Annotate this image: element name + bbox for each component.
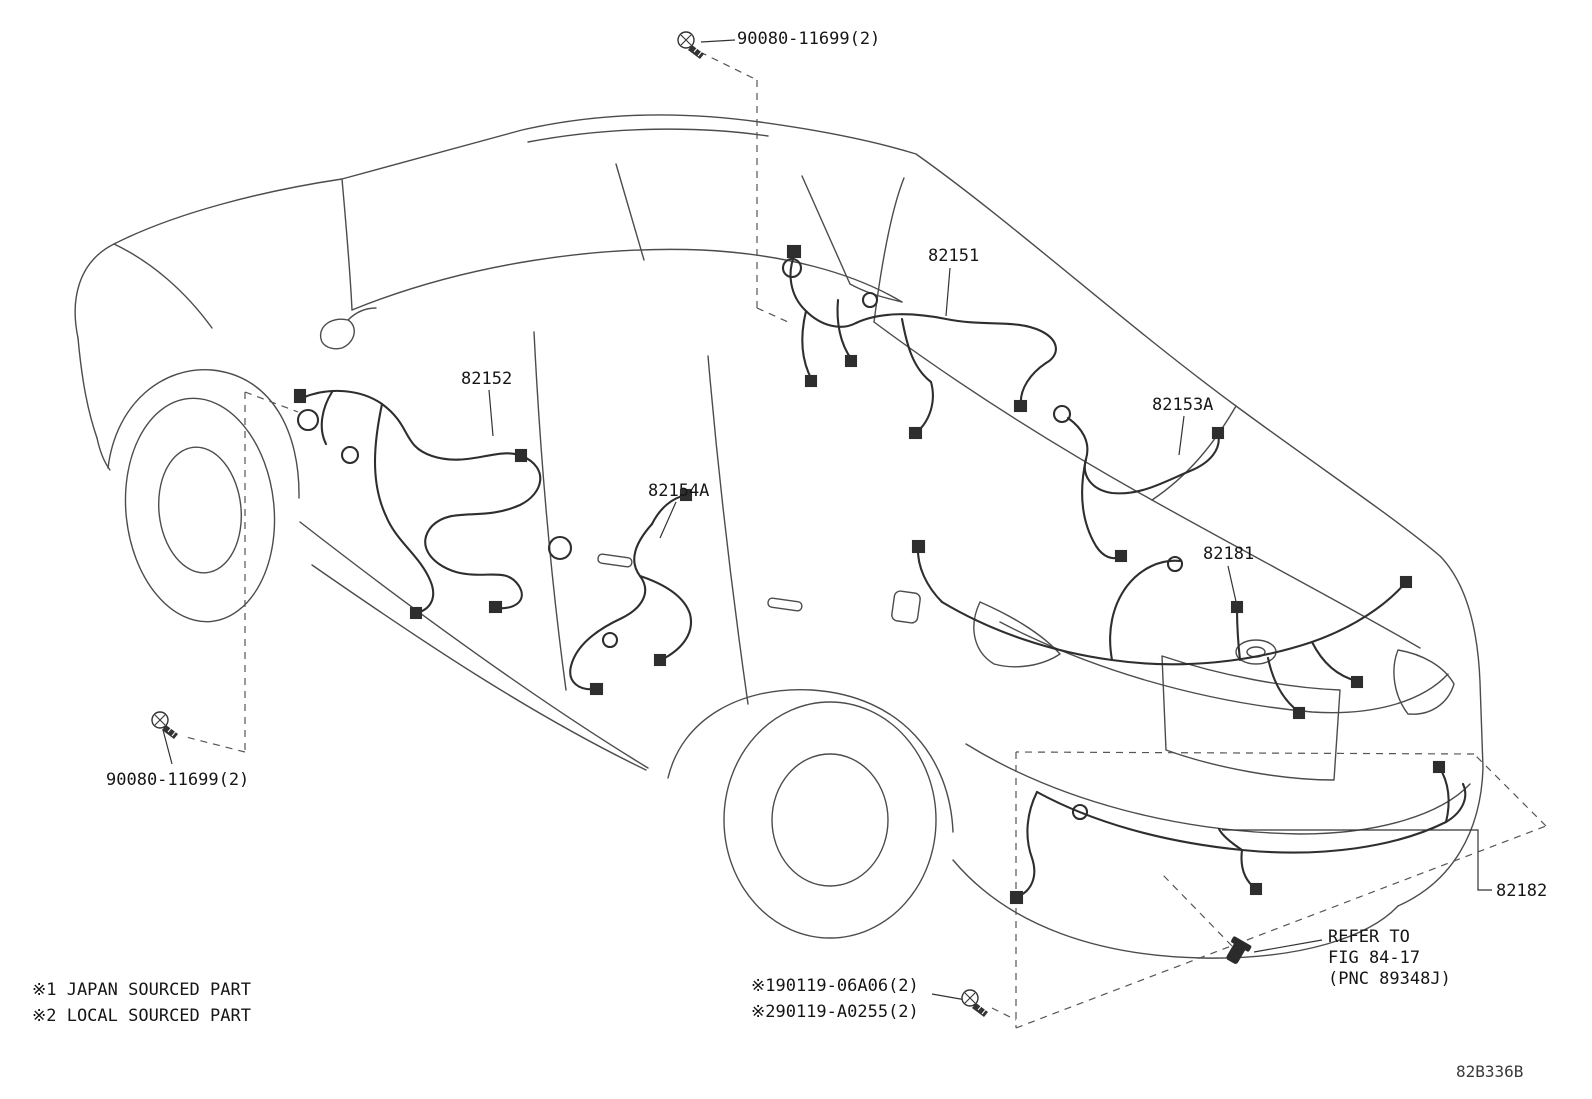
- fastener-note-line1: ※190119-06A06(2): [751, 976, 919, 996]
- source-legend-line1: ※1 JAPAN SOURCED PART: [32, 980, 251, 1000]
- fastener-note-line2: ※290119-A0255(2): [751, 1002, 919, 1022]
- harness-82153a-drawing: [1052, 404, 1225, 563]
- refer-note-line3: (PNC 89348J): [1328, 969, 1451, 989]
- screw-icon-bottom: [961, 989, 988, 1017]
- part-label-82152: 82152: [461, 369, 513, 389]
- part-label-82151: 82151: [928, 246, 980, 266]
- refer-note-line2: FIG 84-17: [1328, 948, 1421, 968]
- dashed-leader-lines: [181, 51, 1547, 1029]
- part-label-bolt-top: 90080-11699(2): [737, 29, 881, 49]
- harness-82152-drawing: [293, 388, 542, 620]
- grommet-icon: [1226, 936, 1252, 964]
- part-label-82181: 82181: [1203, 544, 1255, 564]
- part-label-82154a: 82154A: [648, 481, 710, 501]
- source-legend: ※1 JAPAN SOURCED PART ※2 LOCAL SOURCED P…: [32, 977, 251, 1029]
- refer-note-line1: REFER TO: [1328, 927, 1410, 947]
- part-label-82153a: 82153A: [1152, 395, 1214, 415]
- harness-82154a-drawing: [547, 488, 693, 696]
- harness-82182-drawing: [1009, 760, 1467, 905]
- source-legend-line2: ※2 LOCAL SOURCED PART: [32, 1006, 251, 1026]
- harness-82181-drawing: [911, 539, 1413, 720]
- car-body-outline: [74, 114, 1484, 959]
- fastener-note: ※190119-06A06(2) ※290119-A0255(2): [751, 973, 919, 1025]
- harness-82151-drawing: [781, 244, 1057, 440]
- label-leader-lines: [162, 39, 1492, 1001]
- part-label-82182: 82182: [1496, 881, 1548, 901]
- part-label-bolt-left: 90080-11699(2): [106, 770, 250, 790]
- refer-note: REFER TO FIG 84-17 (PNC 89348J): [1328, 927, 1451, 990]
- figure-code: 82B336B: [1456, 1062, 1524, 1081]
- bolt-icon-left: [151, 711, 178, 739]
- bolt-icon-top: [677, 31, 704, 59]
